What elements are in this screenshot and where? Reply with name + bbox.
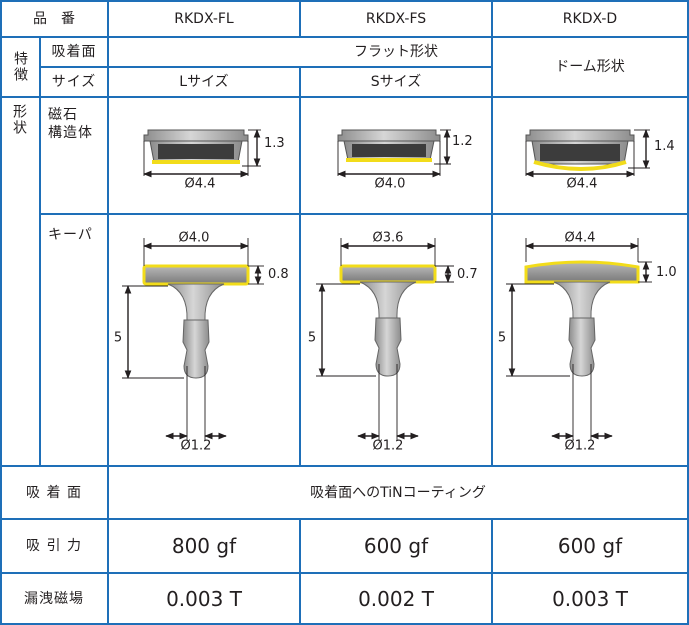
magnet-flange xyxy=(143,129,249,142)
keeper-head xyxy=(142,264,250,286)
magnet-height-d: 1.4 xyxy=(654,139,675,154)
magnet-diameter-fs: Ø4.0 xyxy=(374,176,406,192)
keeper-head-diameter-fl: Ø4.0 xyxy=(178,230,210,246)
keeper-head-diameter-fs: Ø3.6 xyxy=(372,230,404,246)
attraction-force-fl: 800 gf xyxy=(171,534,237,558)
keeper-head xyxy=(339,264,437,284)
leakage-field-fl: 0.003 T xyxy=(166,587,242,611)
magnet-core xyxy=(158,144,234,159)
magnet-height-fs: 1.2 xyxy=(452,134,473,149)
keeper-head-height-fl: 0.8 xyxy=(268,267,289,282)
keeper-label: キーパ xyxy=(48,227,93,243)
leakage-field-d: 0.003 T xyxy=(552,587,628,611)
model-name-fl: RKDX-FL xyxy=(174,11,234,27)
keeper-drawing-0 xyxy=(122,238,264,440)
dome-shape-text: ドーム形状 xyxy=(555,59,625,75)
keeper-stem xyxy=(359,281,417,319)
magnet-structure-drawings xyxy=(143,129,650,178)
magnet-flange xyxy=(337,129,441,142)
magnet-diameter-d: Ø4.4 xyxy=(566,176,598,192)
keeper-pin-diameter-d: Ø1.2 xyxy=(564,438,596,454)
keeper-pin xyxy=(568,317,596,377)
magnet-height-fl: 1.3 xyxy=(264,136,285,151)
flat-shape-text: フラット形状 xyxy=(354,44,438,60)
s-size-text: Sサイズ xyxy=(370,74,422,90)
keeper-head-diameter-d: Ø4.4 xyxy=(564,230,596,246)
keeper-stem xyxy=(553,281,611,319)
magnet-drawing-1 xyxy=(337,129,451,178)
magnet-diameter-fl: Ø4.4 xyxy=(184,176,216,192)
keeper-head-height-fs: 0.7 xyxy=(457,267,478,282)
keeper-pin xyxy=(182,319,210,379)
magnet-core xyxy=(352,144,426,157)
leakage-field-fs: 0.002 T xyxy=(358,587,434,611)
keeper-drawings xyxy=(122,238,652,440)
model-name-fs: RKDX-FS xyxy=(365,11,427,27)
magnet-structure-label: 磁石 構造体 xyxy=(48,107,93,141)
model-name-d: RKDX-D xyxy=(562,11,618,27)
keeper-pin-diameter-fs: Ø1.2 xyxy=(372,438,404,454)
leakage-field-label: 漏洩磁場 xyxy=(24,591,84,607)
keeper-head-height-d: 1.0 xyxy=(656,265,677,280)
shape-group-label: 形状 xyxy=(11,104,27,136)
model-header-label: 品 番 xyxy=(33,11,75,27)
size-label: サイズ xyxy=(51,74,97,90)
keeper-pin-diameter-fl: Ø1.2 xyxy=(180,438,212,454)
attraction-force-d: 600 gf xyxy=(557,534,623,558)
features-group-label: 特徴 xyxy=(12,51,28,83)
magnet-drawing-0 xyxy=(143,129,261,178)
magnet-coating xyxy=(533,160,627,171)
attraction-force-fs: 600 gf xyxy=(363,534,429,558)
keeper-head xyxy=(524,260,640,284)
attract-face-label: 吸着面 xyxy=(51,44,97,60)
l-size-text: Lサイズ xyxy=(179,74,229,90)
attract-surface-label: 吸 着 面 xyxy=(26,485,82,501)
keeper-length-fl: 5 xyxy=(113,330,123,346)
keeper-drawing-2 xyxy=(506,238,652,440)
magnet-flange xyxy=(525,129,635,142)
keeper-length-d: 5 xyxy=(497,330,507,346)
keeper-stem xyxy=(167,283,225,321)
attraction-force-label: 吸 引 力 xyxy=(26,538,82,554)
magnet-drawing-2 xyxy=(525,129,650,178)
keeper-drawing-1 xyxy=(316,238,454,440)
magnet-core xyxy=(540,144,620,161)
attract-surface-value: 吸着面へのTiNコーティング xyxy=(310,485,486,501)
keeper-pin xyxy=(374,317,402,377)
keeper-length-fs: 5 xyxy=(307,330,317,346)
